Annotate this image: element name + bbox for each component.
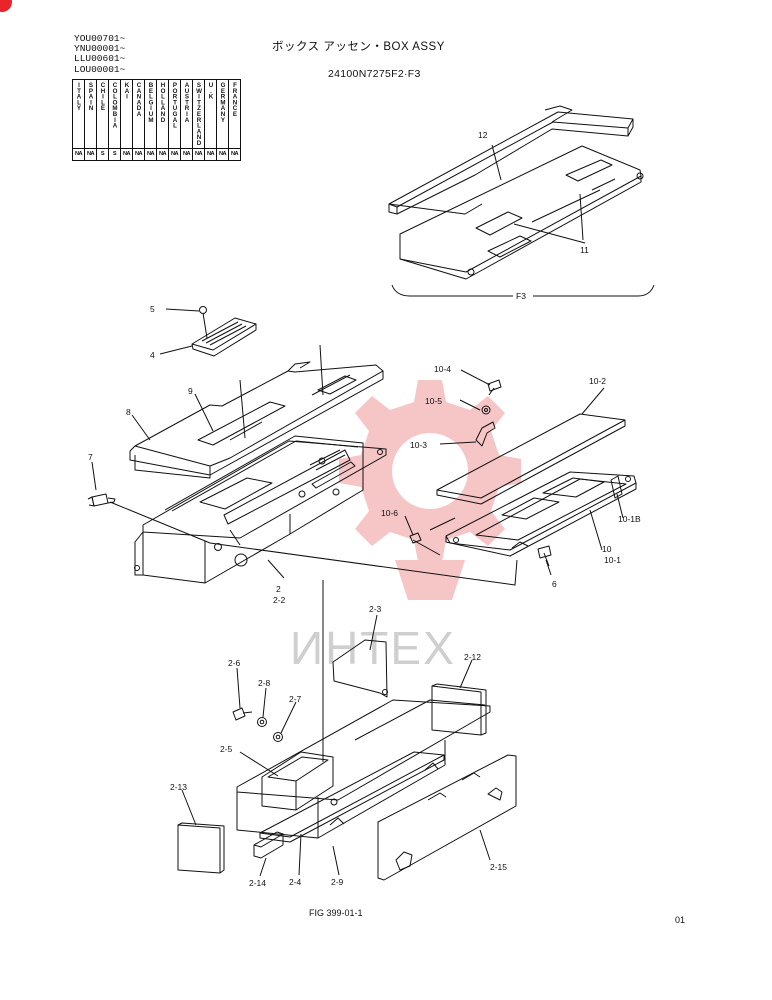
callout-5: 5 [150, 304, 155, 314]
callout-2-5: 2-5 [220, 744, 233, 754]
callout-9: 9 [188, 386, 193, 396]
code-cell: S [108, 147, 121, 161]
leader-line [298, 829, 491, 876]
part-5-screw [199, 306, 208, 339]
code-cell: NA [204, 147, 217, 161]
part-10-5-washer [481, 405, 491, 415]
part-9-top-cover [129, 361, 384, 476]
callout-2-15: 2-15 [490, 862, 507, 872]
callout-f3: F3 [516, 291, 526, 301]
callout-4: 4 [150, 350, 155, 360]
corner-logo-mark [0, 0, 12, 12]
part-10-4-bolt [487, 379, 502, 396]
part-6-bolt [537, 545, 552, 567]
callout-10-4: 10-4 [434, 364, 451, 374]
callout-10-1b: 10-1B [618, 514, 641, 524]
country-applicability-table: ITALY SPAIN CHILE COLOMBIA KAI CANADA BE… [72, 79, 241, 161]
leader-line [439, 369, 491, 445]
callout-2: 2 [276, 584, 281, 594]
callout-10-6: 10-6 [381, 508, 398, 518]
leader-line [404, 387, 624, 536]
callout-7: 7 [88, 452, 93, 462]
part-10-2-cover-plate [436, 413, 626, 505]
callout-8: 8 [126, 407, 131, 417]
part-2-15-side-panel [377, 754, 517, 881]
part-f3-base-plate [399, 145, 644, 280]
part-number: 24100N7275F2·F3 [328, 68, 421, 80]
callout-2-3: 2-3 [369, 604, 382, 614]
callout-2-6: 2-6 [228, 658, 241, 668]
callout-labels: 12 11 F3 5 4 9 8 7 10-4 10-5 10-3 10-2 1… [88, 130, 641, 888]
callout-2-9: 2-9 [331, 877, 344, 887]
callout-10-3: 10-3 [410, 440, 427, 450]
callout-2-4: 2-4 [289, 877, 302, 887]
code-cell: NA [228, 147, 241, 161]
leader-line [236, 667, 297, 734]
leader-line [91, 461, 211, 544]
part-2-13-side-plate [177, 822, 225, 874]
leader-line [159, 308, 200, 355]
callout-2-7: 2-7 [289, 694, 302, 704]
serial-number: YOU00701~ [74, 33, 126, 44]
leader-line [412, 509, 603, 576]
callout-2-12: 2-12 [464, 652, 481, 662]
serial-number: YNU00001~ [74, 43, 126, 55]
page-title: ボックス アッセン・BOX ASSY [272, 41, 445, 53]
page-number: 01 [675, 915, 686, 925]
f3-group-bracket [391, 284, 655, 297]
part-8-side-panel [134, 455, 211, 479]
leader-line [267, 559, 285, 579]
callout-6: 6 [552, 579, 557, 589]
serial-number-list: YOU00701~ YNU00001~ LLU00601~ LOU00001~ [74, 33, 126, 75]
serial-number: LOU00001~ [74, 63, 126, 75]
callout-11: 11 [580, 245, 589, 255]
leader-line [369, 614, 473, 689]
callout-10-5: 10-5 [425, 396, 442, 406]
leader-line [181, 751, 279, 877]
callout-2-8: 2-8 [258, 678, 271, 688]
part-7-clip [87, 493, 116, 507]
part-2-7-washer [273, 732, 283, 742]
leader-line [491, 144, 502, 181]
part-12-cover [388, 105, 634, 215]
part-2-8-washer [257, 717, 267, 727]
figure-number: FIG 399-01-1 [309, 908, 363, 918]
callout-2-13: 2-13 [170, 782, 187, 792]
callout-2-14: 2-14 [249, 878, 266, 888]
part-2-6-bolt [232, 707, 253, 721]
leader-line [209, 529, 518, 586]
country-name-row: ITALY SPAIN CHILE COLOMBIA KAI CANADA BE… [72, 79, 241, 149]
leader-line [239, 344, 324, 439]
code-cell: NA [168, 147, 181, 161]
watermark-text: ИНТЕХ [290, 622, 456, 674]
part-10-6-nut [409, 532, 422, 544]
part-4-nameplate [191, 317, 257, 357]
part-10-frame [445, 471, 637, 557]
part-2-main-box [134, 435, 387, 584]
part-2-9-base [259, 751, 445, 843]
country-code-row: NA NA S S NA NA NA NA NA NA NA NA NA NA [72, 147, 241, 161]
callout-10-1: 10-1 [604, 555, 621, 565]
part-10-3-bracket [475, 421, 496, 447]
callout-10: 10 [602, 544, 612, 554]
part-2-4-main-housing [236, 699, 491, 839]
watermark-gear-icon [339, 380, 521, 600]
leader-line [131, 393, 214, 441]
callout-12: 12 [478, 130, 488, 140]
part-2-3-plate [332, 639, 388, 698]
serial-number: LLU00601~ [74, 53, 126, 65]
callout-2-2: 2-2 [273, 595, 286, 605]
leader-line [513, 193, 586, 244]
part-2-12-end-panel [431, 683, 487, 736]
callout-10-2: 10-2 [589, 376, 606, 386]
